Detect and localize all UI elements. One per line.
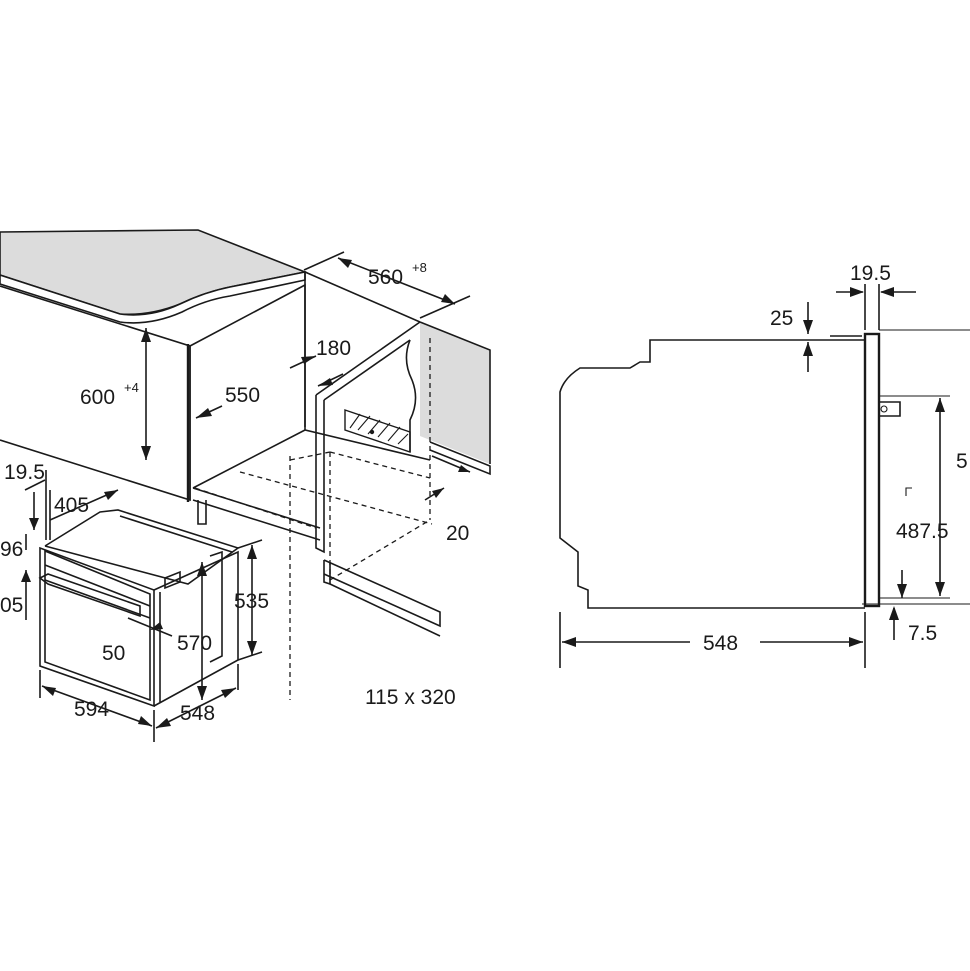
dim-body-height: 535 [234, 539, 269, 661]
dim-niche-depth: 550 [195, 384, 260, 419]
label-side-05: 05 [0, 594, 23, 617]
dim-oven-width: 594 [39, 670, 155, 742]
countertop-front-edge [0, 271, 306, 324]
label-top-depth: 405 [54, 494, 89, 517]
label-niche-height-tol: +4 [124, 380, 139, 395]
label-oven-width: 594 [74, 698, 109, 721]
label-body-depth: 548 [703, 632, 738, 655]
dim-side-05: 05 [0, 570, 31, 620]
dim-front-thickness: 19.5 [836, 262, 916, 330]
label-bottom-offset: 7.5 [908, 622, 937, 645]
label-niche-height: 600 [80, 386, 115, 409]
dim-niche-width: 560 +8 [303, 251, 471, 319]
oven-front-panel-profile [863, 332, 881, 608]
label-height-partial: 5 [956, 450, 968, 473]
label-niche-width-tol: +8 [412, 260, 427, 275]
dim-handle-offset: 50 [102, 617, 173, 665]
label-oven-depth: 548 [180, 702, 215, 725]
countertop-right [420, 322, 490, 464]
oven-side-profile: 19.5 25 5 487.5 7.5 [559, 262, 970, 668]
oven-isometric-view: 19.5 405 96 05 50 [0, 461, 269, 742]
label-top-offset: 19.5 [4, 461, 45, 484]
cabinet-niche-view: 600 +4 550 560 +8 180 [0, 229, 491, 709]
label-niche-width: 560 [368, 266, 403, 289]
label-inner-height: 487.5 [896, 520, 949, 543]
dim-vent-depth: 180 [289, 337, 351, 387]
dim-top-offset: 19.5 [4, 461, 47, 540]
oven-handle [38, 573, 141, 618]
dim-inner-height: 487.5 [896, 487, 949, 598]
label-top-step: 25 [770, 307, 793, 330]
label-vent-depth: 180 [316, 337, 351, 360]
dim-bottom-gap: 20 [424, 455, 471, 545]
dim-niche-height: 600 +4 [80, 328, 151, 460]
label-vent-size: 115 x 320 [365, 686, 456, 709]
oven-knob [879, 401, 901, 417]
label-niche-depth: 550 [225, 384, 260, 407]
dim-bottom-offset: 7.5 [889, 606, 937, 645]
vent-opening [344, 409, 411, 453]
cabinet-right-side [315, 395, 325, 554]
dim-oven-height: 570 [177, 562, 212, 700]
dim-height-partial: 5 [935, 398, 968, 596]
dim-top-depth: 405 [49, 489, 119, 540]
label-bottom-gap: 20 [446, 522, 469, 545]
dim-top-step: 25 [770, 302, 813, 372]
dim-body-depth: 548 [559, 612, 866, 668]
label-front-thickness: 19.5 [850, 262, 891, 285]
dim-side-96: 96 [0, 534, 27, 561]
label-body-height: 535 [234, 590, 269, 613]
countertop-top-surface [0, 229, 308, 316]
label-handle-offset: 50 [102, 642, 125, 665]
dim-oven-depth: 548 [155, 664, 239, 729]
label-side-96: 96 [0, 538, 23, 561]
oven-body-outline [559, 339, 865, 609]
label-oven-height: 570 [177, 632, 212, 655]
